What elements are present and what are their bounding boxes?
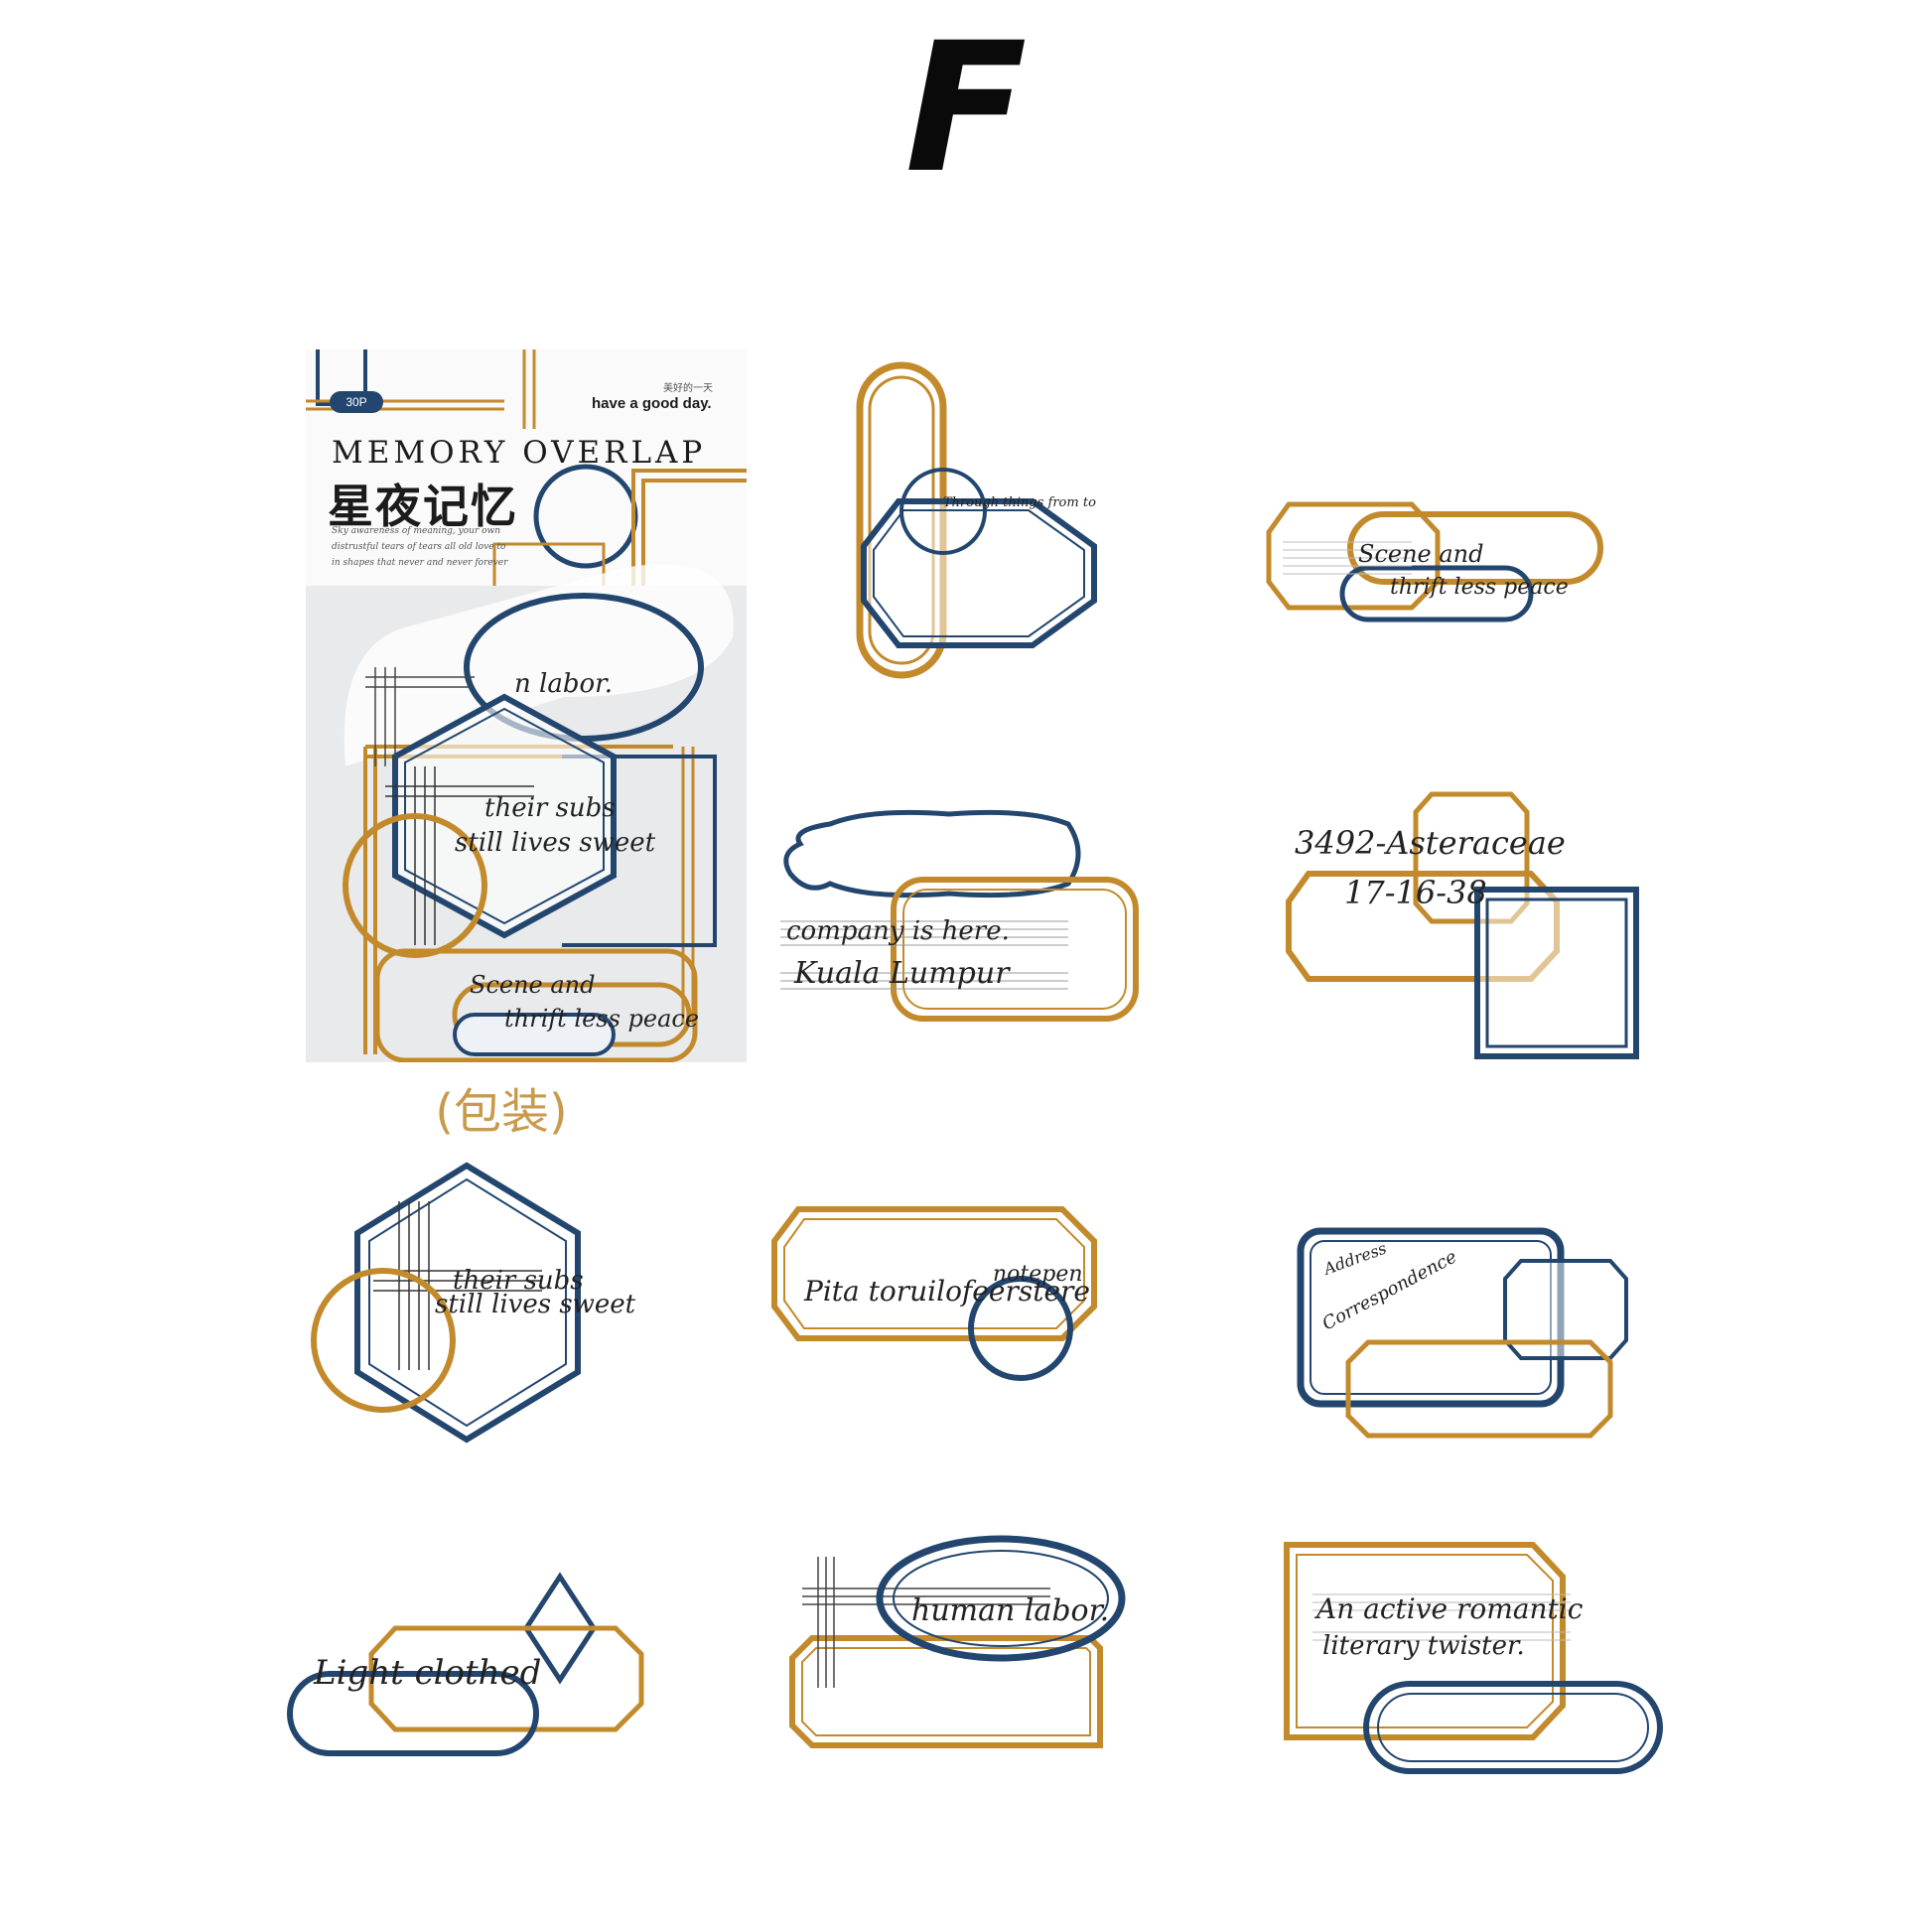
sticker-hexagon: their subs still lives sweet	[311, 1162, 636, 1444]
sticker-text: Light clothed	[313, 1653, 541, 1693]
package-title-cn: 星夜记忆	[328, 480, 518, 533]
sticker-text: thrift less peace	[1390, 575, 1569, 600]
package-tagline: have a good day.	[592, 395, 712, 412]
sticker-package: 30P 美好的一天 have a good day. MEMORY OVERLA…	[306, 349, 747, 1062]
sticker-text: Pita toruilofeerstere	[803, 1275, 1090, 1308]
package-sticker-text: their subs	[484, 793, 616, 823]
sticker-text: notepen	[993, 1262, 1083, 1287]
sticker-text: human labor.	[911, 1593, 1109, 1628]
sticker-frames-numbers: 3492-Asteraceae 17-16-38	[1286, 791, 1639, 1059]
count-badge: 30P	[330, 391, 383, 413]
package-sticker-text: still lives sweet	[455, 828, 656, 858]
sticker-capsule-octagon: Through things from to	[856, 361, 1097, 679]
sticker-text: still lives sweet	[435, 1290, 636, 1319]
sticker-text: Address	[1319, 1238, 1389, 1279]
sticker-frame-capsule: An active romantic literary twister.	[1284, 1542, 1663, 1774]
package-caption: (包装)	[435, 1084, 568, 1140]
package-stickers: n labor. their subs still lives sweet Sc…	[343, 564, 734, 1062]
sticker-oval-frame: human labor.	[789, 1535, 1126, 1748]
package-small-text: in shapes that never and never forever	[332, 558, 508, 568]
sticker-text: Scene and	[1358, 540, 1484, 568]
package-sticker-text: thrift less peace	[504, 1005, 699, 1033]
sticker-octagon-circle: Pita toruilofeerstere notepen	[771, 1206, 1097, 1381]
package-small-text: Sky awareness of meaning, your own	[332, 526, 501, 536]
sticker-text: their subs	[453, 1266, 584, 1296]
package-cn-small: 美好的一天	[663, 383, 713, 394]
package-title: MEMORY OVERLAP	[332, 435, 707, 471]
sticker-text: 3492-Asteraceae	[1295, 824, 1566, 862]
package-oval-text: n labor.	[514, 669, 613, 699]
sticker-text: An active romantic	[1313, 1592, 1584, 1625]
sticker-capsule-diamond: Light clothed	[287, 1572, 644, 1756]
sticker-text: Kuala Lumpur	[793, 956, 1011, 991]
sticker-text: company is here.	[786, 916, 1010, 946]
sticker-text: Through things from to	[943, 495, 1096, 510]
sticker-octagon-capsule: Scene and thrift less peace	[1266, 501, 1603, 622]
sticker-text: 17-16-38	[1344, 874, 1487, 911]
sticker-frame-rounded: company is here. Kuala Lumpur	[780, 809, 1139, 1022]
package-header: 30P 美好的一天 have a good day. MEMORY OVERLA…	[306, 349, 747, 586]
package-sticker-text: Scene and	[470, 971, 596, 999]
sticker-rounded-frames: Address Correspondence	[1297, 1227, 1628, 1439]
package-small-text: distrustful tears of tears all old love …	[332, 542, 506, 552]
variant-letter: F	[904, 5, 1028, 212]
sticker-text: literary twister.	[1322, 1631, 1525, 1661]
